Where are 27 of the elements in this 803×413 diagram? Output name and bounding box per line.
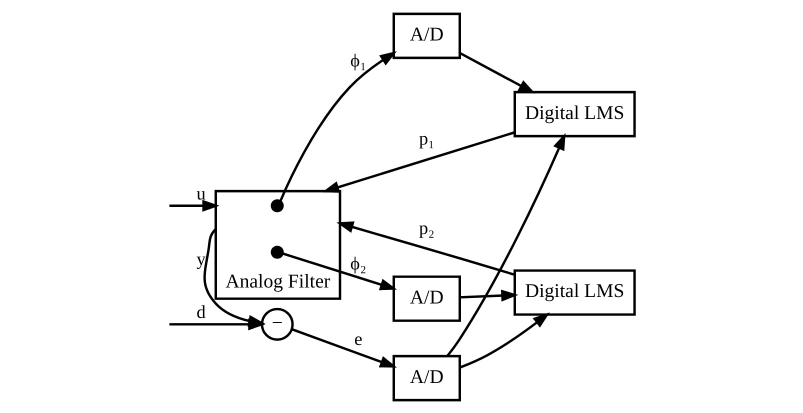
node-box: A/D	[392, 12, 461, 59]
edge-label: y	[196, 248, 206, 269]
edge-label: e	[354, 328, 362, 349]
node-box: A/D	[392, 274, 461, 322]
arrow	[282, 252, 398, 290]
arrow	[446, 132, 566, 356]
arrow	[459, 51, 536, 94]
edge-label: ϕ₁	[350, 50, 366, 70]
node-dot	[270, 245, 284, 258]
arrow	[460, 312, 550, 368]
cluster: Analog Filter	[214, 189, 342, 300]
node-box: Digital LMS	[514, 268, 636, 316]
node-circle: −	[260, 307, 294, 340]
node-box: A/D	[392, 354, 461, 401]
edge-label: d	[196, 302, 206, 322]
arrow	[322, 130, 515, 192]
arrow	[460, 289, 518, 302]
arrow	[279, 50, 397, 202]
arrow	[169, 199, 220, 212]
edge-label: p₁	[418, 128, 435, 148]
edge-label: p₂	[418, 217, 435, 238]
node-box: Digital LMS	[514, 90, 636, 137]
arrow	[292, 328, 397, 368]
node-dot	[270, 198, 284, 212]
edge-label: ϕ₂	[350, 252, 366, 273]
edge-label: u	[196, 183, 206, 204]
arrow	[336, 220, 515, 276]
